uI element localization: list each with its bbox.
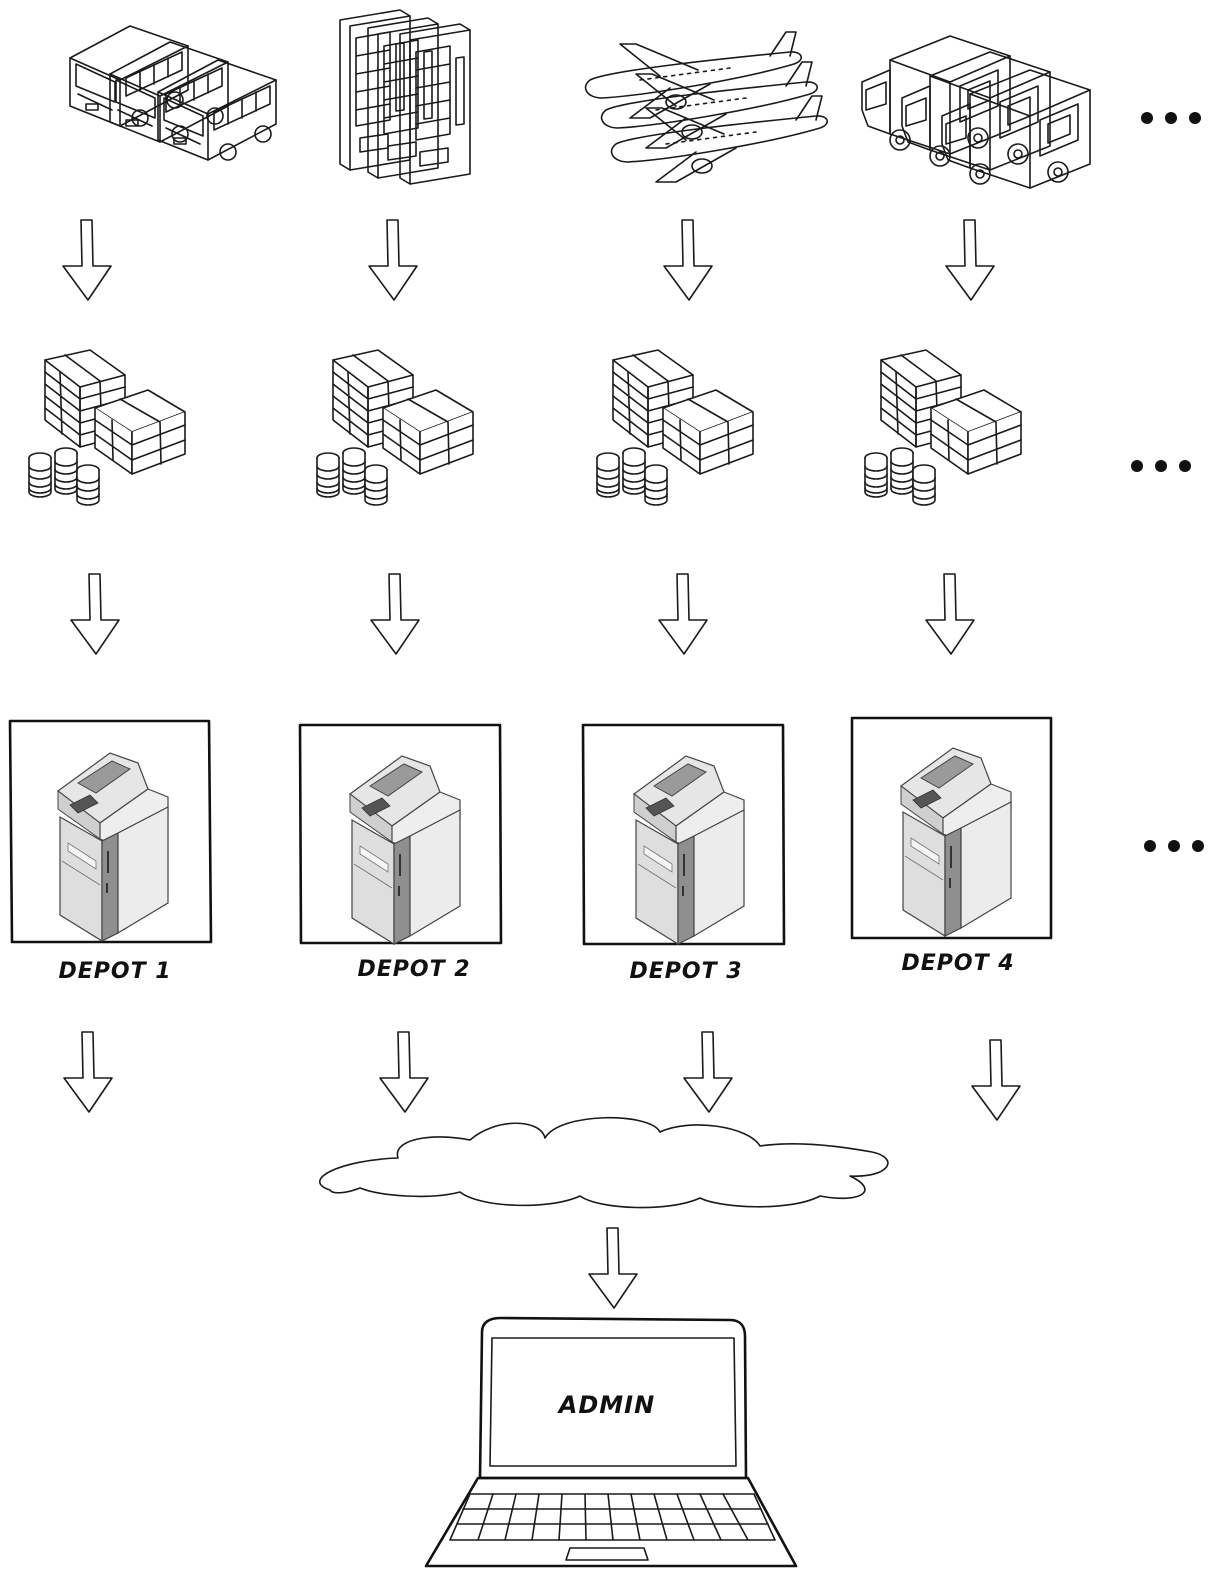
cash-stack-icon <box>316 349 474 506</box>
ellipsis-icon <box>1131 460 1191 472</box>
arrow-down-icon <box>658 573 708 655</box>
ellipsis-icon <box>1144 840 1204 852</box>
source-buses <box>69 25 277 161</box>
airplanes-icon <box>610 95 829 183</box>
depot-1: DEPOT 1 <box>8 719 213 984</box>
cash-stack-icon <box>596 349 754 506</box>
cash-deposit-machine-icon <box>57 752 169 942</box>
arrow-down-icon <box>588 1227 638 1309</box>
vending-machines-icon <box>367 17 439 179</box>
arrow-down-icon <box>683 1031 733 1113</box>
cash-deposit-machine-icon <box>349 755 461 945</box>
arrow-down-icon <box>663 219 713 301</box>
laptop-touchpad <box>565 1547 649 1561</box>
laptop-lid <box>478 1316 748 1480</box>
source-airplanes <box>584 31 829 183</box>
laptop-base <box>424 1476 798 1568</box>
cash-stack-icon <box>28 349 186 506</box>
depot-3: DEPOT 3 <box>581 723 786 984</box>
bus-fleet-icon <box>157 59 277 161</box>
ellipsis-icon <box>1141 112 1201 124</box>
cash-stack-icon <box>864 349 1022 506</box>
arrow-down-icon <box>379 1031 429 1113</box>
arrow-down-icon <box>945 219 995 301</box>
arrow-down-icon <box>971 1039 1021 1121</box>
laptop-screen <box>489 1337 737 1467</box>
source-vending-machines <box>339 9 471 185</box>
laptop-screen-label: ADMIN <box>557 1391 655 1419</box>
depot-label: DEPOT 2 <box>357 957 470 982</box>
arrow-down-icon <box>70 573 120 655</box>
arrow-down-icon <box>62 219 112 301</box>
airplanes-icon <box>600 61 819 149</box>
depot-4: DEPOT 4 <box>850 716 1053 976</box>
depot-label: DEPOT 3 <box>629 959 742 984</box>
depot-frame <box>8 719 213 944</box>
keyboard-keys <box>456 1493 769 1541</box>
trucks-icon <box>901 51 1051 171</box>
vending-machines-icon <box>399 23 471 185</box>
arrow-down-icon <box>925 573 975 655</box>
bus-fleet-icon <box>69 25 189 127</box>
depot-frame <box>850 716 1053 940</box>
depot-frame <box>581 723 786 946</box>
cash-deposit-machine-icon <box>633 755 745 945</box>
depot-label: DEPOT 1 <box>58 959 171 984</box>
depot-2: DEPOT 2 <box>298 723 503 982</box>
admin-laptop: ADMIN <box>424 1316 798 1568</box>
cloud-icon <box>319 1116 889 1209</box>
arrow-down-icon <box>370 573 420 655</box>
arrow-down-icon <box>368 219 418 301</box>
cash-deposit-machine-icon <box>900 747 1012 937</box>
arrow-down-icon <box>63 1031 113 1113</box>
depot-label: DEPOT 4 <box>901 951 1014 976</box>
source-trucks <box>861 35 1091 189</box>
depot-frame <box>298 723 503 945</box>
bus-fleet-icon <box>109 41 229 143</box>
